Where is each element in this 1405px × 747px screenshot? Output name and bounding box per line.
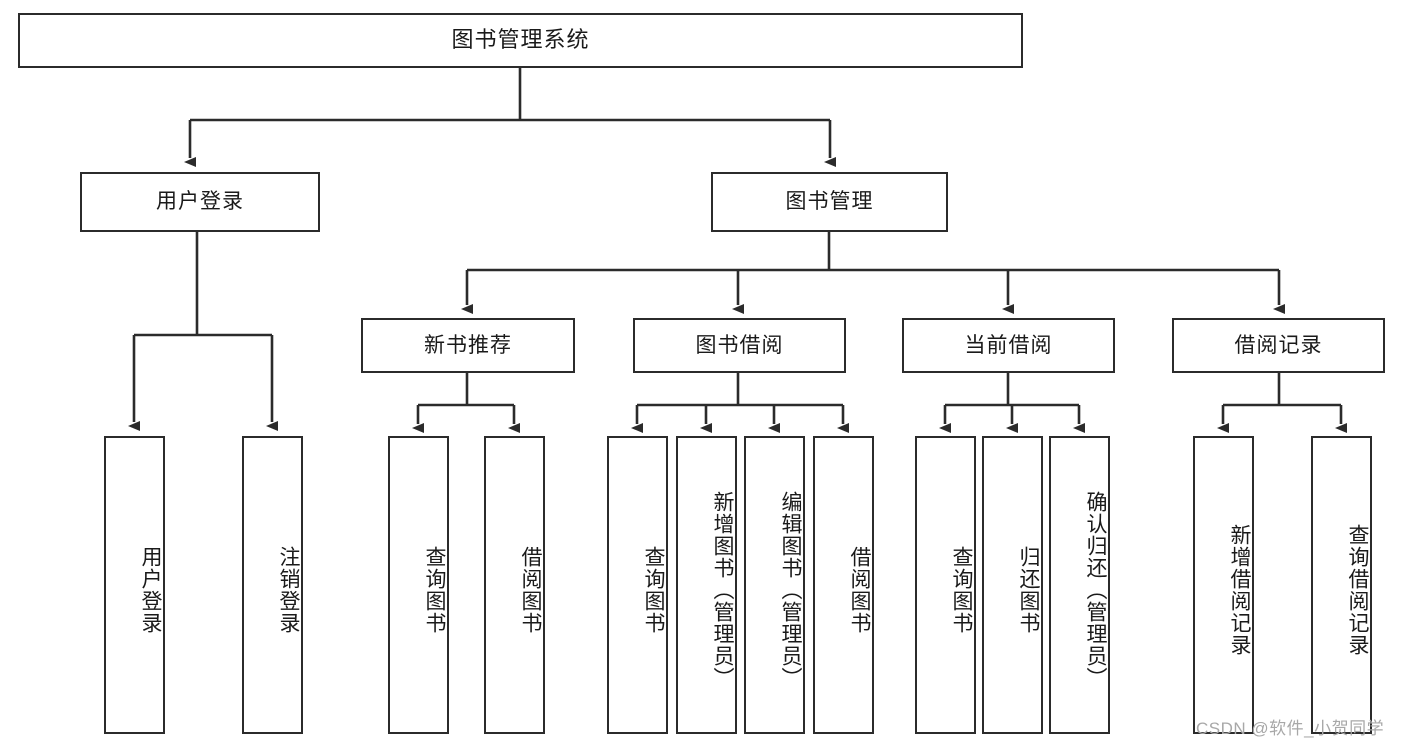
csdn-watermark: CSDN @软件_小贺同学 [1196, 719, 1385, 738]
node-user-login-label: 用户登录 [156, 190, 244, 214]
node-new-book-recommend[interactable]: 新书推荐 [361, 318, 575, 373]
node-leaf-logout-login[interactable]: 注销登录 [242, 436, 303, 734]
node-leaf-user-login[interactable]: 用户登录 [104, 436, 165, 734]
node-leaf-confirm-return[interactable]: 确认归还（管理员） [1049, 436, 1110, 734]
node-current-borrow[interactable]: 当前借阅 [902, 318, 1115, 373]
node-book-borrow-label: 图书借阅 [695, 333, 784, 357]
node-leaf-logout-login-label: 注销登录 [277, 546, 300, 634]
node-leaf-borrow-book-2-label: 借阅图书 [848, 546, 871, 634]
node-user-login[interactable]: 用户登录 [80, 172, 320, 232]
node-leaf-return-book[interactable]: 归还图书 [982, 436, 1043, 734]
node-leaf-add-book[interactable]: 新增图书（管理员） [676, 436, 737, 734]
node-leaf-return-book-label: 归还图书 [1017, 546, 1040, 634]
node-leaf-borrow-book-1[interactable]: 借阅图书 [484, 436, 545, 734]
node-root[interactable]: 图书管理系统 [18, 13, 1023, 68]
node-leaf-query-record[interactable]: 查询借阅记录 [1311, 436, 1372, 734]
node-book-manage-label: 图书管理 [785, 190, 874, 214]
node-leaf-borrow-book-2[interactable]: 借阅图书 [813, 436, 874, 734]
node-leaf-query-book-2[interactable]: 查询图书 [607, 436, 668, 734]
node-borrow-record-label: 借阅记录 [1234, 333, 1323, 357]
node-leaf-query-book-1[interactable]: 查询图书 [388, 436, 449, 734]
node-book-manage[interactable]: 图书管理 [711, 172, 948, 232]
node-leaf-confirm-return-label: 确认归还（管理员） [1084, 491, 1107, 689]
node-leaf-query-book-2-label: 查询图书 [642, 546, 665, 634]
node-book-borrow[interactable]: 图书借阅 [633, 318, 846, 373]
node-leaf-query-book-3[interactable]: 查询图书 [915, 436, 976, 734]
node-leaf-user-login-label: 用户登录 [139, 546, 162, 634]
node-new-book-recommend-label: 新书推荐 [424, 333, 512, 357]
node-current-borrow-label: 当前借阅 [964, 333, 1053, 357]
node-leaf-query-book-1-label: 查询图书 [423, 546, 446, 634]
node-leaf-add-record[interactable]: 新增借阅记录 [1193, 436, 1254, 734]
node-borrow-record[interactable]: 借阅记录 [1172, 318, 1385, 373]
node-leaf-query-record-label: 查询借阅记录 [1346, 524, 1369, 656]
node-leaf-add-book-label: 新增图书（管理员） [711, 491, 734, 689]
node-leaf-borrow-book-1-label: 借阅图书 [519, 546, 542, 634]
node-leaf-add-record-label: 新增借阅记录 [1228, 524, 1251, 656]
node-root-label: 图书管理系统 [451, 27, 590, 53]
node-leaf-query-book-3-label: 查询图书 [950, 546, 973, 634]
node-leaf-edit-book-label: 编辑图书（管理员） [779, 491, 802, 689]
node-leaf-edit-book[interactable]: 编辑图书（管理员） [744, 436, 805, 734]
